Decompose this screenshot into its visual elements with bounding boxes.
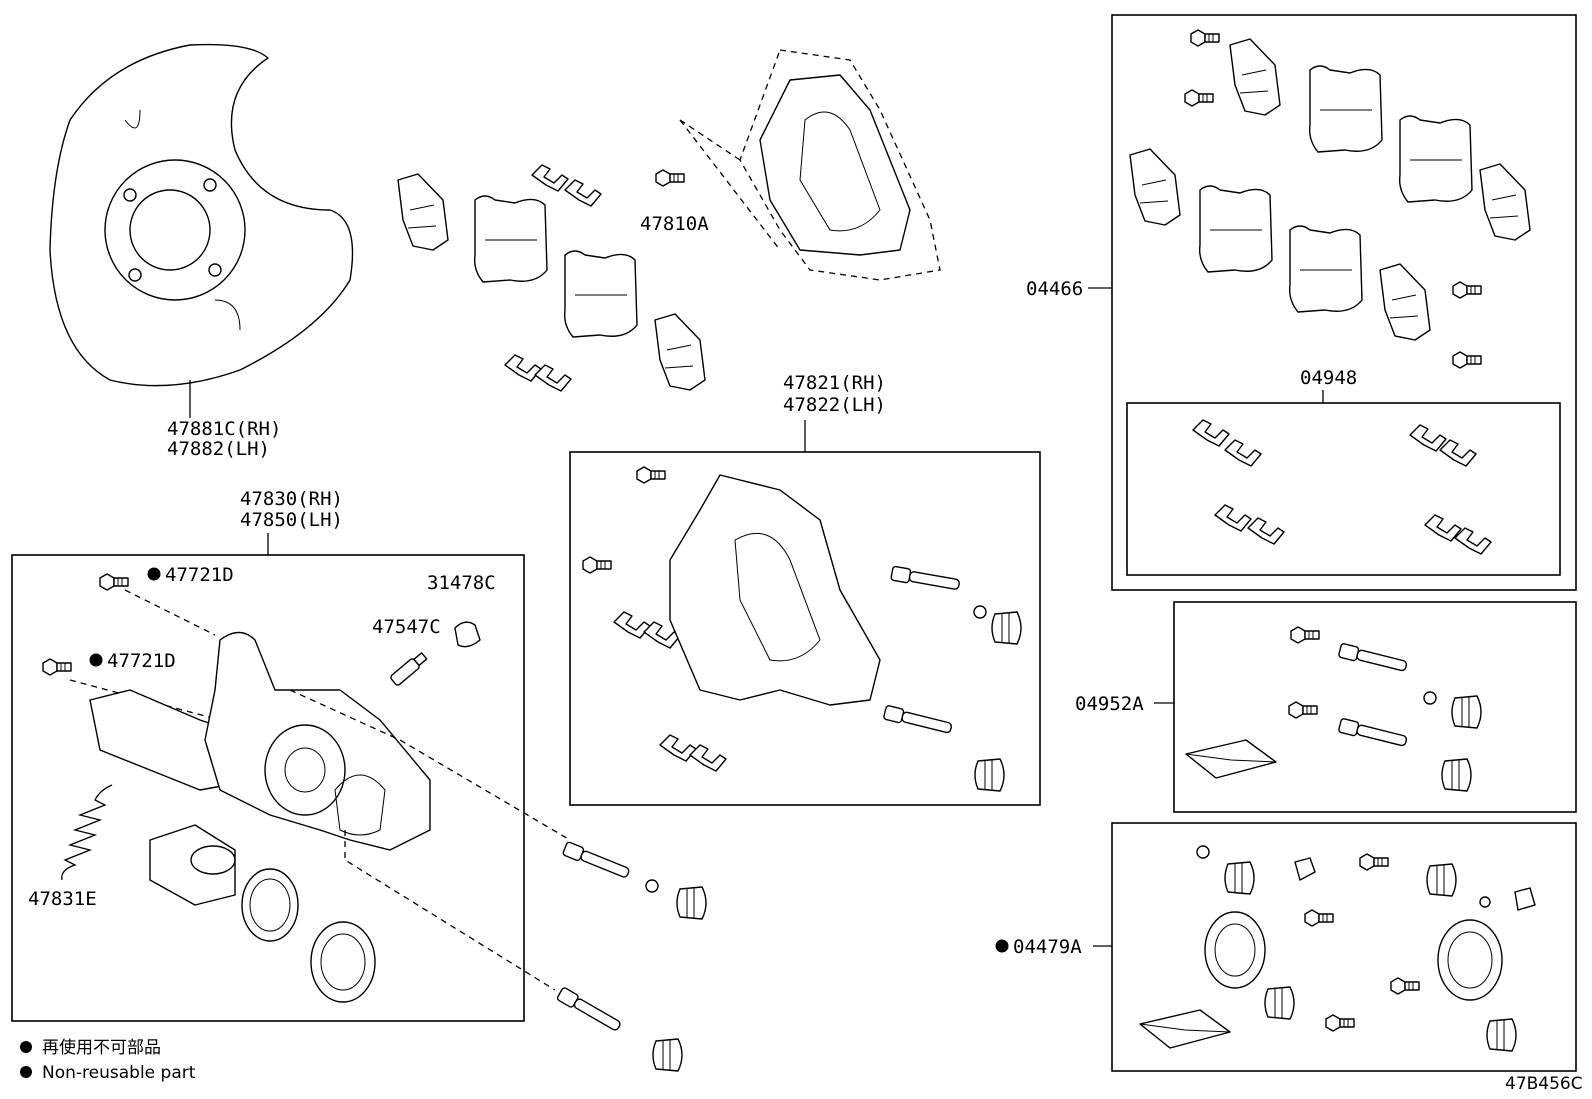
figure-code: 47B456C xyxy=(1505,1074,1583,1094)
bleeder-47547C-part xyxy=(390,652,428,686)
mounting-label-rh: 47821(RH) xyxy=(783,372,886,394)
upper-mounting-bracket xyxy=(679,49,941,281)
kit-04948-parts xyxy=(1192,419,1492,555)
kit-04479A-box xyxy=(1111,822,1577,1072)
bolt-47721D-a-label: 47721D xyxy=(165,564,234,586)
caliper-label-lh: 47850(LH) xyxy=(240,509,343,531)
kit-04479A-bullet xyxy=(995,939,1009,953)
bolt-47721D-b-part xyxy=(42,658,72,676)
caliper-box xyxy=(11,554,525,1022)
caliper-label-rh: 47830(RH) xyxy=(240,488,343,510)
kit-04479A-label: 04479A xyxy=(1013,936,1082,958)
bolt-47721D-a-bullet xyxy=(147,567,161,581)
dust-cover-part xyxy=(49,43,354,387)
dust-cover-label-rh: 47881C(RH) xyxy=(167,418,281,440)
upper-pad-set xyxy=(397,164,706,392)
kit-04948-label: 04948 xyxy=(1300,367,1357,389)
legend-line-1: 再使用不可部品 xyxy=(42,1037,161,1058)
mounting-box-parts xyxy=(582,466,1022,792)
mounting-box xyxy=(569,451,1041,806)
spring-47831E-part xyxy=(61,784,113,881)
bolt-47721D-a-part xyxy=(99,573,129,591)
cap-31478C-label: 31478C xyxy=(427,572,496,594)
legend-bullet-2 xyxy=(20,1066,32,1078)
kit-04952A-box xyxy=(1173,601,1577,813)
kit-04948-box xyxy=(1126,402,1561,576)
mounting-label-lh: 47822(LH) xyxy=(783,394,886,416)
legend-line-2: Non-reusable part xyxy=(42,1063,196,1083)
kit-04466-parts xyxy=(1129,29,1531,369)
kit-04466-box xyxy=(1111,14,1577,591)
legend-bullet-1 xyxy=(20,1041,32,1053)
cap-31478C-part xyxy=(454,621,481,648)
caliper-pin-set xyxy=(555,840,707,1072)
dust-cover-label-lh: 47882(LH) xyxy=(167,438,270,460)
bolt-47721D-b-label: 47721D xyxy=(107,650,176,672)
caliper-body-part xyxy=(69,589,571,991)
bolt-47721D-b-bullet xyxy=(89,653,103,667)
bolt-47810A-part xyxy=(655,169,685,187)
bolt-47810A-label: 47810A xyxy=(640,213,709,235)
kit-04952A-label: 04952A xyxy=(1075,693,1144,715)
kit-04952A-parts xyxy=(1185,626,1482,792)
kit-04479A-parts xyxy=(1139,845,1536,1052)
kit-04466-label: 04466 xyxy=(1026,278,1083,300)
bleeder-47547C-label: 47547C xyxy=(372,616,441,638)
piston-seal-set xyxy=(149,824,376,1003)
spring-47831E-label: 47831E xyxy=(28,888,97,910)
